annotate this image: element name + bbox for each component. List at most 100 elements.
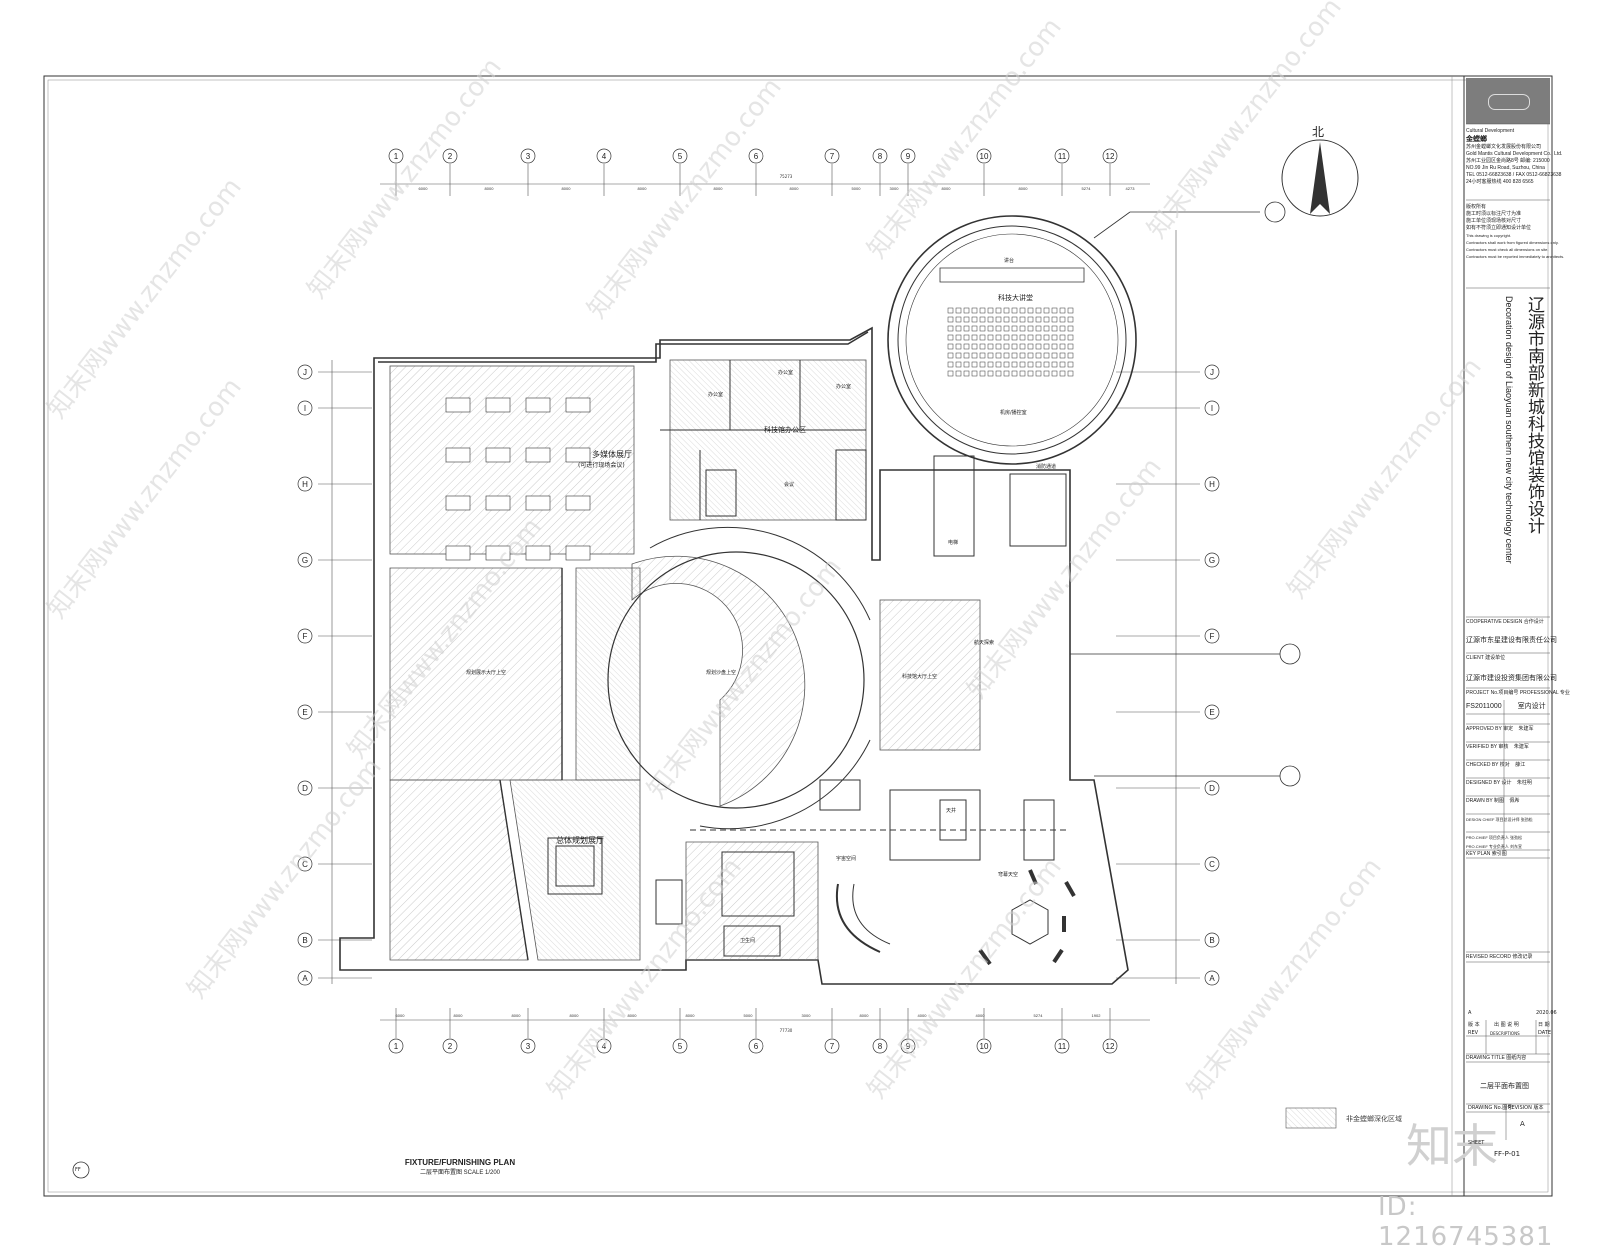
page-label: SHEET <box>1468 1140 1485 1146</box>
seat <box>955 334 962 341</box>
seat <box>1043 325 1050 332</box>
seat <box>955 325 962 332</box>
project-no-row: FS2011000 室内设计 <box>1466 702 1552 711</box>
dim-top: 8000 <box>1019 186 1029 191</box>
grid-row-label: F <box>303 632 308 641</box>
grid-col-label: 5 <box>678 1042 683 1051</box>
seat <box>1051 343 1058 350</box>
designed: 朱柱明 <box>1516 780 1532 786</box>
grid-row-bubble <box>1204 476 1220 492</box>
dim-top: 5274 <box>1082 186 1092 191</box>
room-control: 机房/播控室 <box>1000 410 1027 416</box>
grid-row-bubble <box>297 364 313 380</box>
seat <box>963 325 970 332</box>
grid-row-label: D <box>302 784 308 793</box>
dim-top: 8000 <box>485 186 495 191</box>
grid-col-label: 7 <box>830 1042 835 1051</box>
grid-row-label: H <box>1209 480 1215 489</box>
room-meeting: 会议 <box>784 482 795 488</box>
drawn-label: DRAWN BY 制图 <box>1466 798 1505 804</box>
watermark-text: 知末网www.znzmo.com <box>962 453 1168 705</box>
pro-chief1-row: PRO.CHIEF 项目负责人 张劲松 <box>1466 834 1552 841</box>
plan-title-block: FIXTURE/FURNISHING PLAN 二层平面布置图 SCALE 1/… <box>80 1158 840 1176</box>
seat <box>1051 325 1058 332</box>
grid-col-label: 11 <box>1058 152 1067 161</box>
grid-col-bubble <box>596 1038 612 1054</box>
seat <box>1027 334 1034 341</box>
room-office-1: 办公室 <box>708 392 724 398</box>
seat <box>995 343 1002 350</box>
rev-row-date: 2020.06 <box>1536 1010 1557 1016</box>
grid-col-label: 1 <box>394 1042 399 1051</box>
seat <box>1051 370 1058 377</box>
dim-top: 8000 <box>714 186 724 191</box>
grid-row-bubble <box>1204 780 1220 796</box>
room-office-3: 办公室 <box>836 384 852 390</box>
grid-col-bubble <box>976 148 992 164</box>
seat <box>995 316 1002 323</box>
seat <box>995 325 1002 332</box>
seat <box>955 307 962 314</box>
seat <box>971 307 978 314</box>
desk <box>565 495 591 511</box>
watermark-text: 知末网www.znzmo.com <box>302 53 508 305</box>
watermark-text: 知末网www.znzmo.com <box>1142 0 1348 244</box>
seat <box>1019 325 1026 332</box>
seat <box>1003 370 1010 377</box>
legend-text: 非金螳螂深化区域 <box>1346 1115 1402 1123</box>
hatched-zones <box>389 359 981 961</box>
section-tag: FF <box>75 1167 81 1173</box>
revision: A <box>1520 1120 1525 1128</box>
seat <box>963 307 970 314</box>
seat <box>1035 325 1042 332</box>
building-outline <box>339 326 1129 985</box>
grid-col-bubble <box>824 1038 840 1054</box>
copyright-cn-4: 如有不符须立即通知设计单位 <box>1466 225 1532 231</box>
rev-row-letter: A <box>1468 1010 1472 1016</box>
seat <box>971 352 978 359</box>
drawn: 佩希 <box>1509 798 1520 804</box>
dim-bottom: 1902 <box>1092 1013 1102 1018</box>
project-title-cn: 辽源市南部新城科技馆装饰设计 <box>1525 296 1544 534</box>
designed-label: DESIGNED BY 设计 <box>1466 780 1512 786</box>
desk <box>485 447 511 463</box>
grid-row-label: B <box>1209 936 1214 945</box>
image-id: ID: 1216745381 <box>1378 1192 1554 1252</box>
grid-row-label: D <box>1209 784 1215 793</box>
seat <box>971 334 978 341</box>
interior-walls <box>499 360 1076 966</box>
cooperative: 辽源市东星建设有限责任公司 <box>1466 637 1557 644</box>
seat <box>971 361 978 368</box>
seat <box>963 334 970 341</box>
desk <box>565 447 591 463</box>
plan-scale: SCALE 1/200 <box>463 1170 501 1176</box>
checked-row: CHECKED BY 校对 薛江 <box>1466 762 1552 769</box>
desk <box>565 545 591 561</box>
grid-col-bubble <box>900 1038 916 1054</box>
grid-row-label: H <box>302 480 308 489</box>
grid-col-label: 4 <box>602 1042 607 1051</box>
plan-title-en: FIXTURE/FURNISHING PLAN <box>404 1158 516 1167</box>
pro-chief1: 张劲松 <box>1510 835 1523 840</box>
grid-row-bubble <box>297 704 313 720</box>
pro-chief2: 刘东宣 <box>1510 844 1523 849</box>
seat <box>1035 307 1042 314</box>
grid-col-bubble <box>672 148 688 164</box>
copyright-block: 版权所有 施工时须以标注尺寸为准 施工单位须现场核对尺寸 如有不符须立即通知设计… <box>1466 204 1564 260</box>
seat <box>1011 370 1018 377</box>
company-full-en: Gold Mantis Cultural Development Co., Lt… <box>1466 151 1563 157</box>
dim-bottom: 5000 <box>744 1013 754 1018</box>
seat <box>971 343 978 350</box>
seat <box>1019 316 1026 323</box>
seat <box>963 352 970 359</box>
drawing-title: 二层平面布置图 <box>1480 1083 1529 1090</box>
client: 辽源市建设投资集团有限公司 <box>1466 675 1557 682</box>
title-block-lines <box>1466 123 1550 1140</box>
grid-row-bubble <box>297 780 313 796</box>
seat <box>1059 361 1066 368</box>
grid-row-label: I <box>304 404 306 413</box>
grid-col-label: 12 <box>1106 1042 1115 1051</box>
seat <box>987 316 994 323</box>
seat <box>963 343 970 350</box>
room-aerospace: 航天探索 <box>974 640 995 646</box>
